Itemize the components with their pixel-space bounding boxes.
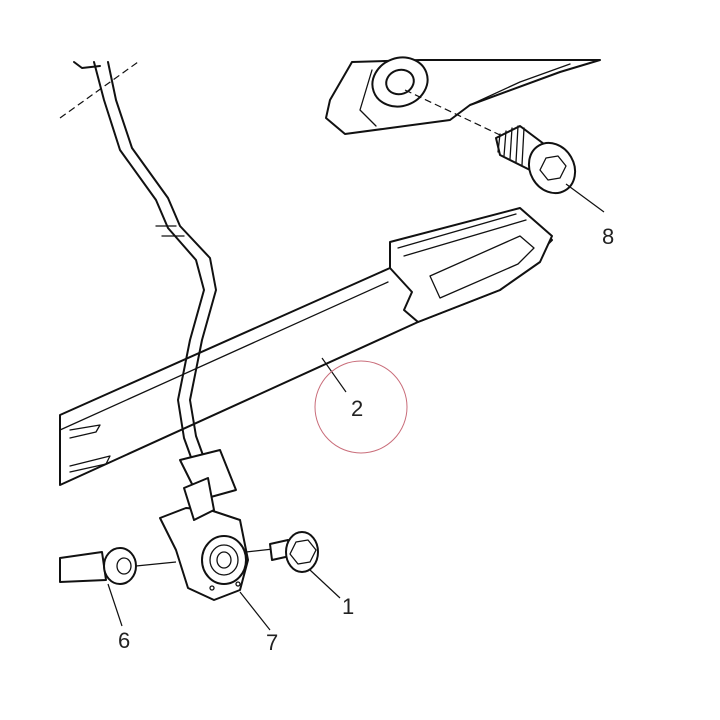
leader-7 — [239, 591, 271, 631]
callout-6: 6 — [118, 628, 130, 653]
highlight-circle — [314, 360, 408, 454]
pin-6 — [59, 547, 137, 585]
screw-8 — [495, 125, 577, 195]
sensor-cable — [73, 61, 217, 461]
assembly-axis-6 — [135, 561, 177, 567]
centerline — [59, 61, 139, 119]
side-stand-sensor-7 — [159, 449, 249, 601]
frame-bracket — [325, 56, 601, 135]
leader-2 — [321, 357, 347, 393]
callout-2: 2 — [351, 396, 363, 421]
leader-1 — [309, 569, 341, 599]
assembly-axis-8 — [404, 89, 501, 136]
bolt-1 — [269, 531, 319, 573]
leader-6 — [107, 583, 123, 627]
callout-7: 7 — [266, 630, 278, 655]
callout-1: 1 — [342, 594, 354, 619]
callout-8: 8 — [602, 224, 614, 249]
leader-8 — [565, 183, 605, 213]
side-stand-2 — [59, 207, 553, 486]
